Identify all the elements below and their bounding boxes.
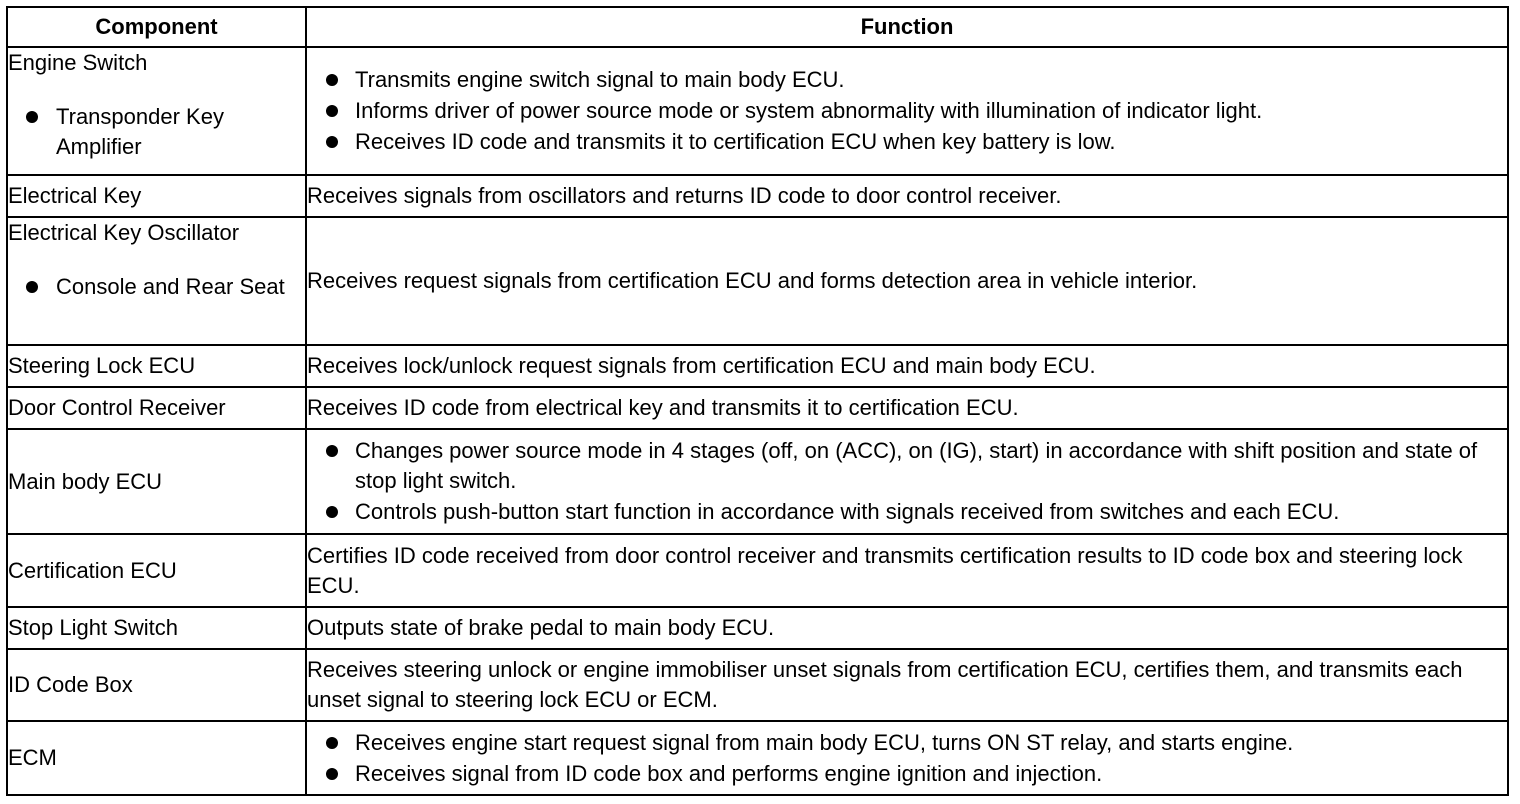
component-cell: Main body ECU [6, 428, 307, 535]
table-row: Electrical Key Oscillator Console and Re… [6, 216, 1509, 346]
function-bullet: Informs driver of power source mode or s… [308, 96, 1506, 126]
component-function-table: Component Function Engine Switch Transpo… [6, 6, 1509, 796]
component-cell: Electrical Key Oscillator Console and Re… [6, 216, 307, 346]
table-row: ID Code Box Receives steering unlock or … [6, 648, 1509, 722]
component-name: Door Control Receiver [8, 395, 226, 420]
table-row: Certification ECU Certifies ID code rece… [6, 533, 1509, 608]
component-name: Engine Switch [8, 50, 148, 75]
component-cell: Door Control Receiver [6, 386, 307, 430]
function-bullet-list: Changes power source mode in 4 stages (o… [308, 436, 1506, 527]
function-bullet: Receives signal from ID code box and per… [308, 759, 1506, 789]
table-row: Steering Lock ECU Receives lock/unlock r… [6, 344, 1509, 388]
component-cell: ECM [6, 720, 307, 796]
component-name: Electrical Key Oscillator [8, 220, 240, 245]
component-cell: Engine Switch Transponder Key Amplifier [6, 46, 307, 176]
function-bullet: Receives ID code and transmits it to cer… [308, 127, 1506, 157]
component-cell: Electrical Key [6, 174, 307, 218]
column-header-component: Component [6, 6, 307, 48]
table-header-row: Component Function [6, 6, 1509, 48]
function-bullet: Changes power source mode in 4 stages (o… [308, 436, 1506, 496]
function-bullet-list: Transmits engine switch signal to main b… [308, 65, 1506, 157]
function-cell: Outputs state of brake pedal to main bod… [305, 606, 1509, 650]
table-row: Stop Light Switch Outputs state of brake… [6, 606, 1509, 650]
component-cell: ID Code Box [6, 648, 307, 722]
table-row: Electrical Key Receives signals from osc… [6, 174, 1509, 218]
function-bullet: Transmits engine switch signal to main b… [308, 65, 1506, 95]
component-cell: Certification ECU [6, 533, 307, 608]
component-name: ECM [8, 745, 57, 770]
function-bullet: Receives engine start request signal fro… [308, 728, 1506, 758]
component-sub-list: Console and Rear Seat [9, 272, 304, 302]
component-name: ID Code Box [8, 672, 133, 697]
function-cell: Receives ID code from electrical key and… [305, 386, 1509, 430]
function-cell: Transmits engine switch signal to main b… [305, 46, 1509, 176]
component-name: Electrical Key [8, 183, 142, 208]
component-cell: Steering Lock ECU [6, 344, 307, 388]
table-row: Main body ECU Changes power source mode … [6, 428, 1509, 535]
component-sub-item: Transponder Key Amplifier [9, 102, 304, 162]
function-cell: Receives request signals from certificat… [305, 216, 1509, 346]
table-row: Door Control Receiver Receives ID code f… [6, 386, 1509, 430]
function-bullet-list: Receives engine start request signal fro… [308, 728, 1506, 789]
table-row: ECM Receives engine start request signal… [6, 720, 1509, 796]
function-cell: Changes power source mode in 4 stages (o… [305, 428, 1509, 535]
function-cell: Receives signals from oscillators and re… [305, 174, 1509, 218]
component-cell: Stop Light Switch [6, 606, 307, 650]
component-name: Steering Lock ECU [8, 353, 196, 378]
function-cell: Receives lock/unlock request signals fro… [305, 344, 1509, 388]
function-cell: Receives engine start request signal fro… [305, 720, 1509, 796]
function-cell: Certifies ID code received from door con… [305, 533, 1509, 608]
component-name: Certification ECU [8, 557, 177, 583]
column-header-function: Function [305, 6, 1509, 48]
component-name: Stop Light Switch [8, 615, 178, 640]
component-sub-list: Transponder Key Amplifier [9, 102, 304, 162]
component-sub-item: Console and Rear Seat [9, 272, 304, 302]
function-bullet: Controls push-button start function in a… [308, 497, 1506, 527]
table-row: Engine Switch Transponder Key Amplifier … [6, 46, 1509, 176]
component-name: Main body ECU [8, 468, 163, 494]
function-cell: Receives steering unlock or engine immob… [305, 648, 1509, 722]
